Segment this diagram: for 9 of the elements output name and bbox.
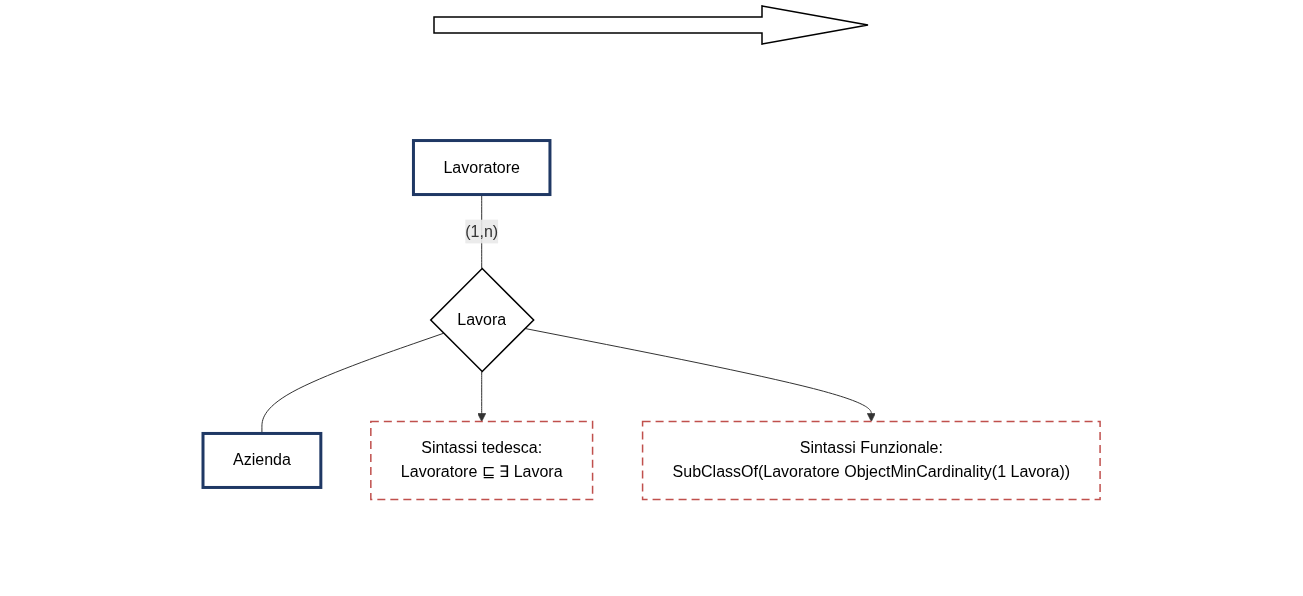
node-diamond: Lavora xyxy=(429,267,535,373)
node-box: Lavoratore xyxy=(411,139,552,197)
edge-label: (1,n) xyxy=(465,222,499,240)
arrow xyxy=(477,370,487,422)
arrow xyxy=(524,327,876,422)
connector xyxy=(261,332,444,434)
node-box: Sintassi Funzionale: SubClassOf(Lavoratore ObjectMinCardinality(1 Lavora)) xyxy=(641,420,1101,501)
node-box: Sintassi tedesca: Lavoratore ⊑ ∃ Lavora xyxy=(370,420,594,501)
node-box: Azienda xyxy=(201,431,323,489)
